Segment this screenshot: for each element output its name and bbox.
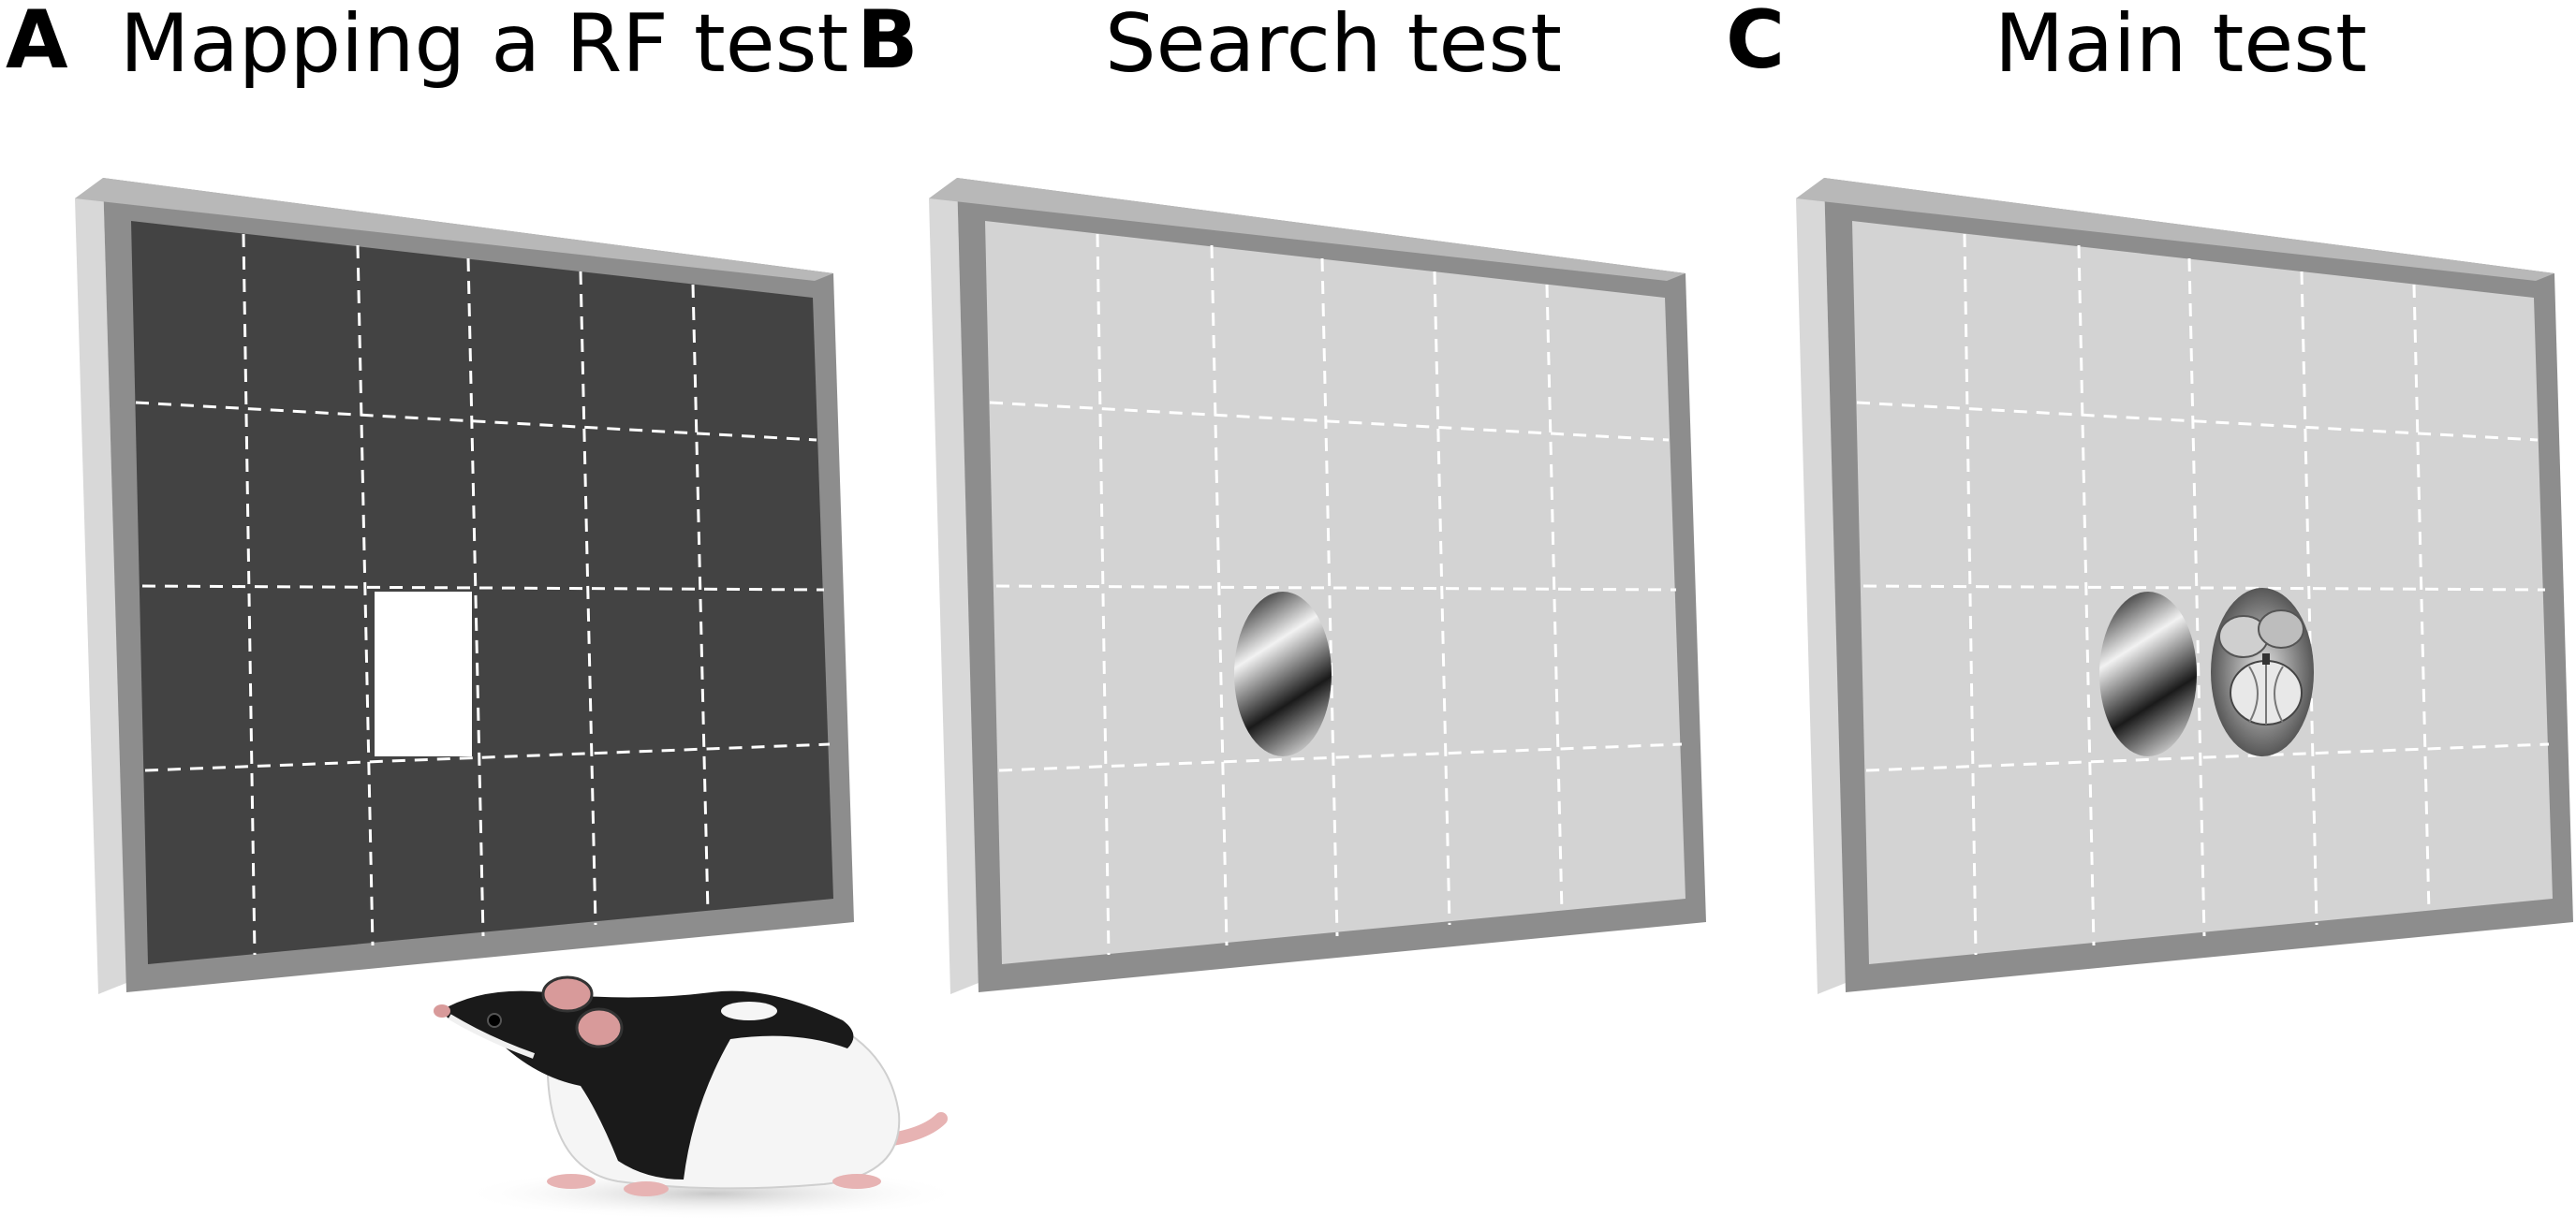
rat-paw-front-left [547,1174,596,1189]
rat-nose [434,1004,450,1018]
monitor-b-frame-top [929,178,1685,281]
monitor-c-side [1796,178,1846,994]
rat-ear-left [541,975,594,1013]
monitor-a-side [75,178,126,994]
rat-ear-right [575,1007,624,1048]
monitor-b-screen [985,221,1685,964]
panel-a-letter: A [6,0,68,87]
monitor-c-screen [1852,221,2553,964]
monitor-a-screen [131,221,833,964]
monitor-a-frame-top [75,178,833,281]
monitor-b-grid [989,233,1683,956]
rat-paw-hind [832,1174,881,1189]
rat-paw-front-right [624,1181,669,1196]
monitor-a-grid [135,233,831,956]
monitor-c-frame-top [1796,178,2554,281]
monitor-b-side [929,178,979,994]
panel-a-title: Mapping a RF test [120,0,849,91]
monitor-b [929,178,1706,994]
rat-back-patch [721,1002,777,1020]
panel-b-title: Search test [1105,0,1562,91]
panel-c-title: Main test [1995,0,2367,91]
panel-c-letter: C [1726,0,1786,87]
rat-head [440,990,854,1180]
monitor-a [75,178,854,994]
pumpkin-image-ellipse-stimulus [2211,588,2314,756]
grating-ellipse-stimulus [1234,592,1332,756]
panel-b-letter: B [857,0,919,87]
grating-ellipse-stimulus-c [2099,592,2197,756]
rat-eye [487,1013,502,1028]
rat-illustration [434,975,964,1220]
monitor-c [1796,178,2573,994]
white-square-stimulus [375,592,472,756]
monitor-c-grid [1856,233,2550,956]
